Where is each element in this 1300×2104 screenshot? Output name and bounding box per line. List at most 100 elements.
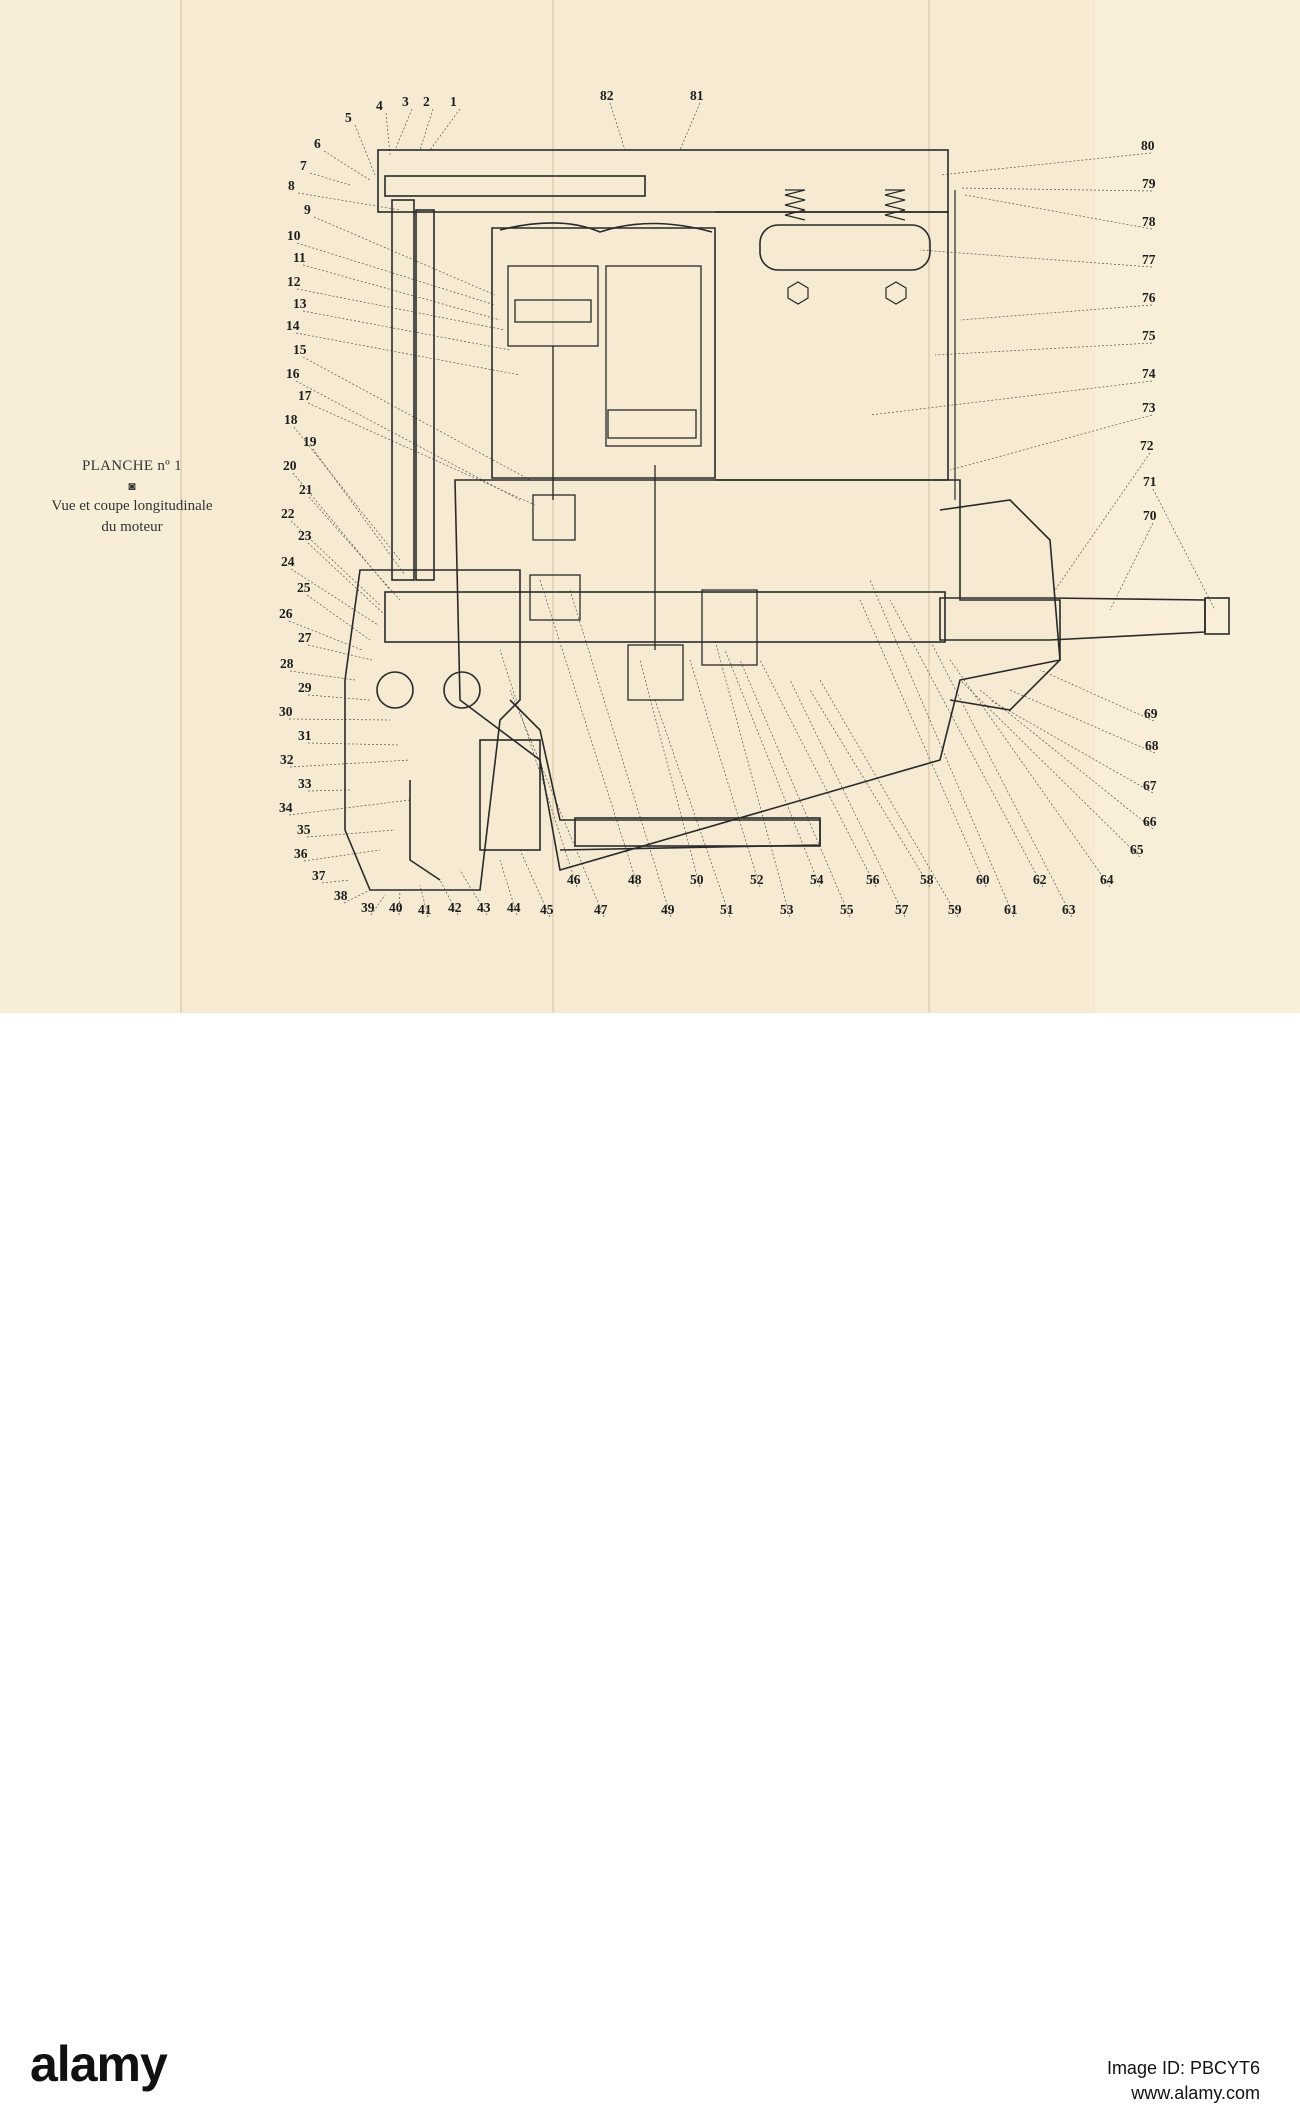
leader-line-82 (609, 102, 626, 151)
callout-62: 62 (1033, 872, 1047, 887)
callout-59: 59 (948, 902, 962, 917)
callout-70: 70 (1143, 508, 1157, 523)
callout-2: 2 (423, 94, 430, 109)
leader-line-6 (323, 150, 371, 181)
valve-spring (884, 189, 906, 221)
watermark-logo: alamy (30, 2036, 168, 2092)
shaft-coupling (1204, 597, 1230, 635)
callout-48: 48 (628, 872, 642, 887)
output-shaft (939, 597, 1206, 641)
callout-56: 56 (866, 872, 880, 887)
leader-line-36 (303, 849, 381, 862)
gear (376, 671, 414, 709)
leader-line-25 (306, 594, 371, 641)
leader-line-3 (394, 108, 413, 151)
callout-3: 3 (402, 94, 409, 109)
water-jacket (499, 222, 713, 233)
leader-line-78 (964, 194, 1153, 230)
fold-line (180, 0, 182, 1013)
leader-line-27 (307, 644, 373, 661)
leader-line-72 (1054, 452, 1151, 591)
leader-line-68 (1009, 689, 1156, 754)
oil-pan-tube (574, 817, 821, 847)
piston-rings-1 (514, 299, 592, 323)
callout-50: 50 (690, 872, 704, 887)
leader-line-44 (499, 859, 518, 916)
caption-line-1: Vue et coupe longitudinale (51, 498, 213, 515)
callout-73: 73 (1142, 400, 1156, 415)
leader-line-71 (1152, 488, 1216, 611)
callout-47: 47 (594, 902, 608, 917)
callout-53: 53 (780, 902, 794, 917)
callout-9: 9 (304, 202, 311, 217)
callout-67: 67 (1143, 778, 1157, 793)
callout-26: 26 (279, 606, 293, 621)
intake-manifold (759, 224, 931, 271)
callout-80: 80 (1141, 138, 1155, 153)
leader-line-77 (919, 249, 1153, 268)
leader-lines (288, 102, 1216, 918)
leader-line-34 (288, 799, 411, 816)
leader-line-67 (989, 699, 1154, 794)
leader-line-52 (689, 659, 761, 888)
leader-line-8 (297, 192, 401, 211)
leader-line-29 (307, 694, 371, 701)
hex-nut (885, 281, 907, 305)
watermark-url: www.alamy.com (1131, 2083, 1260, 2103)
leader-line-48 (539, 579, 639, 888)
callout-75: 75 (1142, 328, 1156, 343)
piston-2 (605, 265, 702, 447)
leader-line-18 (293, 426, 401, 561)
cylinder-block (491, 227, 716, 479)
leader-line-33 (307, 789, 351, 792)
leader-line-17 (307, 402, 536, 506)
engine-section-drawing: 1234567891011121314151617181920212223242… (279, 88, 1230, 918)
callout-68: 68 (1145, 738, 1159, 753)
pistons (507, 265, 758, 701)
leader-line-2 (419, 108, 434, 151)
leader-line-39 (370, 894, 386, 916)
leader-line-55 (739, 659, 851, 918)
callout-78: 78 (1142, 214, 1156, 229)
leader-line-31 (307, 742, 401, 746)
callout-20: 20 (283, 458, 297, 473)
valve-spring (784, 189, 806, 221)
leader-line-23 (307, 542, 386, 616)
leader-line-47 (509, 689, 605, 918)
callout-7: 7 (300, 158, 307, 173)
callout-39: 39 (361, 900, 375, 915)
leader-line-80 (939, 152, 1152, 176)
leader-line-76 (959, 304, 1153, 321)
camshaft (384, 175, 646, 197)
callout-labels: 1234567891011121314151617181920212223242… (279, 88, 1159, 917)
callout-19: 19 (303, 434, 317, 449)
leader-line-62 (889, 599, 1044, 888)
cylinder-head (715, 211, 949, 481)
plate-caption: PLANCHE nº 1 ◙ Vue et coupe longitudinal… (38, 456, 226, 537)
gear (443, 671, 481, 709)
leader-line-59 (819, 679, 959, 918)
callout-8: 8 (288, 178, 295, 193)
leader-line-30 (288, 718, 391, 721)
rod-big-end-2 (627, 644, 684, 701)
callout-81: 81 (690, 88, 704, 103)
leader-line-74 (869, 380, 1153, 416)
leader-line-54 (724, 649, 821, 888)
piston-1 (507, 265, 599, 347)
callout-51: 51 (720, 902, 734, 917)
leader-line-4 (385, 112, 391, 156)
callout-27: 27 (298, 630, 312, 645)
leader-line-73 (949, 414, 1153, 471)
leader-line-1 (429, 108, 461, 151)
callout-28: 28 (280, 656, 294, 671)
callout-15: 15 (293, 342, 307, 357)
callout-13: 13 (293, 296, 307, 311)
oil-sump (509, 699, 821, 851)
callout-54: 54 (810, 872, 824, 887)
hex-nut (787, 281, 809, 305)
watermark-bar: alamy Image ID: PBCYT6 www.alamy.com (0, 1013, 1300, 2103)
callout-32: 32 (280, 752, 294, 767)
fold-line (928, 0, 930, 1013)
vertical-shaft-housing (391, 199, 415, 581)
leader-line-49 (569, 589, 672, 918)
